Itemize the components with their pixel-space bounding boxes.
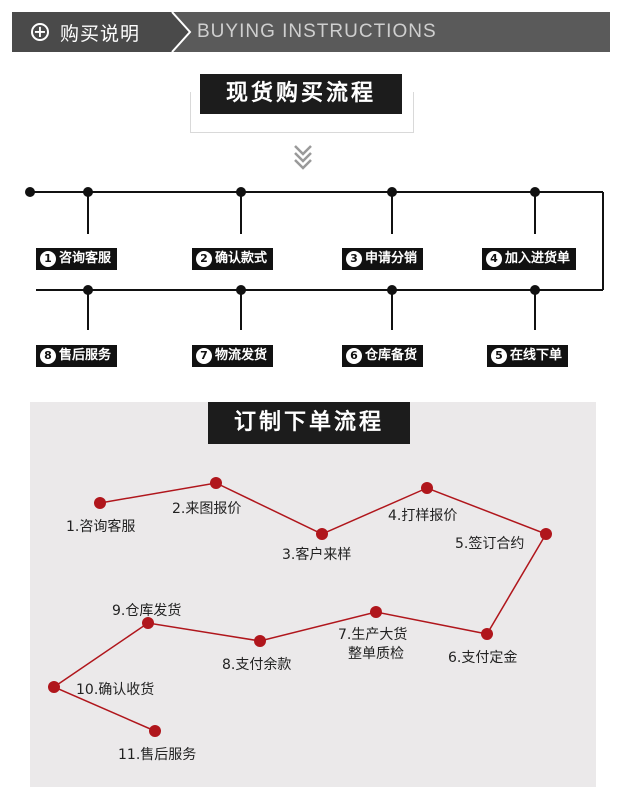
stock-step-4: 4 加入进货单 bbox=[482, 248, 577, 270]
stock-section-title: 现货购买流程 bbox=[200, 74, 402, 114]
custom-step-2: 2.来图报价 bbox=[172, 501, 242, 517]
step-label: 物流发货 bbox=[215, 348, 268, 363]
stock-step-7: 7 物流发货 bbox=[192, 345, 274, 367]
custom-step-11: 11.售后服务 bbox=[118, 747, 197, 763]
stock-step-6: 6 仓库备货 bbox=[342, 345, 424, 367]
custom-step-4: 4.打样报价 bbox=[388, 508, 458, 524]
custom-step-7: 7.生产大货 bbox=[338, 627, 408, 643]
step-number-badge: 2 bbox=[196, 251, 212, 267]
step-number-badge: 7 bbox=[196, 348, 212, 364]
step-label: 售后服务 bbox=[59, 348, 112, 363]
top-stems bbox=[83, 187, 540, 234]
step-number-badge: 3 bbox=[346, 251, 362, 267]
step-label: 加入进货单 bbox=[505, 251, 571, 266]
custom-step-7-sub: 整单质检 bbox=[348, 646, 404, 662]
header-title-en: BUYING INSTRUCTIONS bbox=[197, 21, 437, 42]
step-number-badge: 4 bbox=[486, 251, 502, 267]
buying-instructions-header: + 购买说明 BUYING INSTRUCTIONS bbox=[12, 12, 610, 52]
header-bar bbox=[12, 12, 610, 52]
chevron-down-icon bbox=[294, 145, 312, 170]
bottom-stems bbox=[83, 285, 540, 330]
custom-step-8: 8.支付余款 bbox=[222, 657, 292, 673]
custom-order-panel bbox=[30, 402, 596, 787]
step-label: 确认款式 bbox=[215, 251, 268, 266]
stock-title-frame bbox=[190, 92, 414, 133]
step-number-badge: 1 bbox=[40, 251, 56, 267]
stock-step-3: 3 申请分销 bbox=[342, 248, 424, 270]
custom-step-6: 6.支付定金 bbox=[448, 650, 518, 666]
flow-start-dot bbox=[25, 187, 35, 197]
stock-flow-lines bbox=[25, 187, 604, 330]
step-label: 申请分销 bbox=[365, 251, 418, 266]
step-label: 仓库备货 bbox=[365, 348, 418, 363]
custom-step-10: 10.确认收货 bbox=[76, 682, 155, 698]
step-number-badge: 5 bbox=[491, 348, 507, 364]
custom-step-5: 5.签订合约 bbox=[455, 536, 525, 552]
custom-step-1: 1.咨询客服 bbox=[66, 519, 136, 535]
step-label: 咨询客服 bbox=[59, 251, 112, 266]
custom-section-title: 订制下单流程 bbox=[208, 402, 410, 444]
stock-step-1: 1 咨询客服 bbox=[36, 248, 118, 270]
custom-step-9: 9.仓库发货 bbox=[112, 603, 182, 619]
custom-flow-dots bbox=[48, 477, 552, 737]
step-label: 在线下单 bbox=[510, 348, 563, 363]
step-number-badge: 6 bbox=[346, 348, 362, 364]
stock-step-8: 8 售后服务 bbox=[36, 345, 118, 367]
plus-circle-icon: + bbox=[31, 23, 49, 41]
step-number-badge: 8 bbox=[40, 348, 56, 364]
custom-step-3: 3.客户来样 bbox=[282, 547, 352, 563]
header-title-cn: 购买说明 bbox=[60, 23, 141, 45]
stock-step-5: 5 在线下单 bbox=[487, 345, 569, 367]
stock-step-2: 2 确认款式 bbox=[192, 248, 274, 270]
